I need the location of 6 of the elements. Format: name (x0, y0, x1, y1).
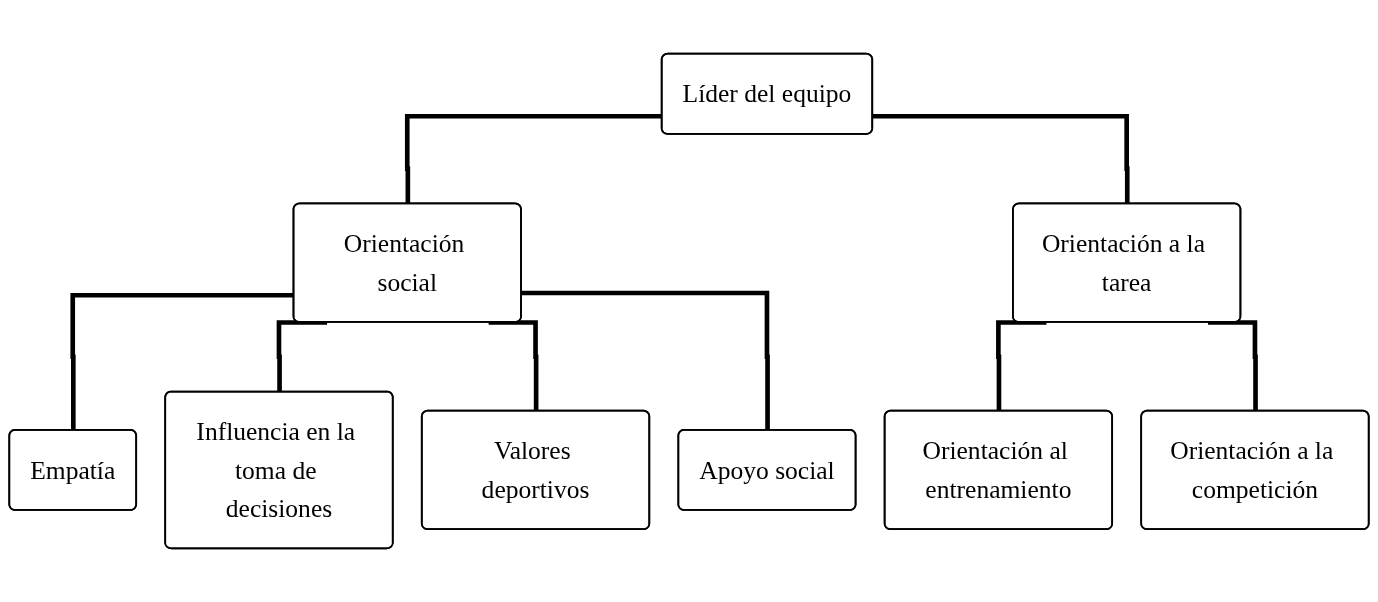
connector (276, 320, 328, 393)
connector (872, 113, 1130, 205)
connector (488, 320, 539, 412)
connector (1208, 320, 1258, 412)
connector (521, 290, 770, 431)
connector (996, 320, 1047, 412)
